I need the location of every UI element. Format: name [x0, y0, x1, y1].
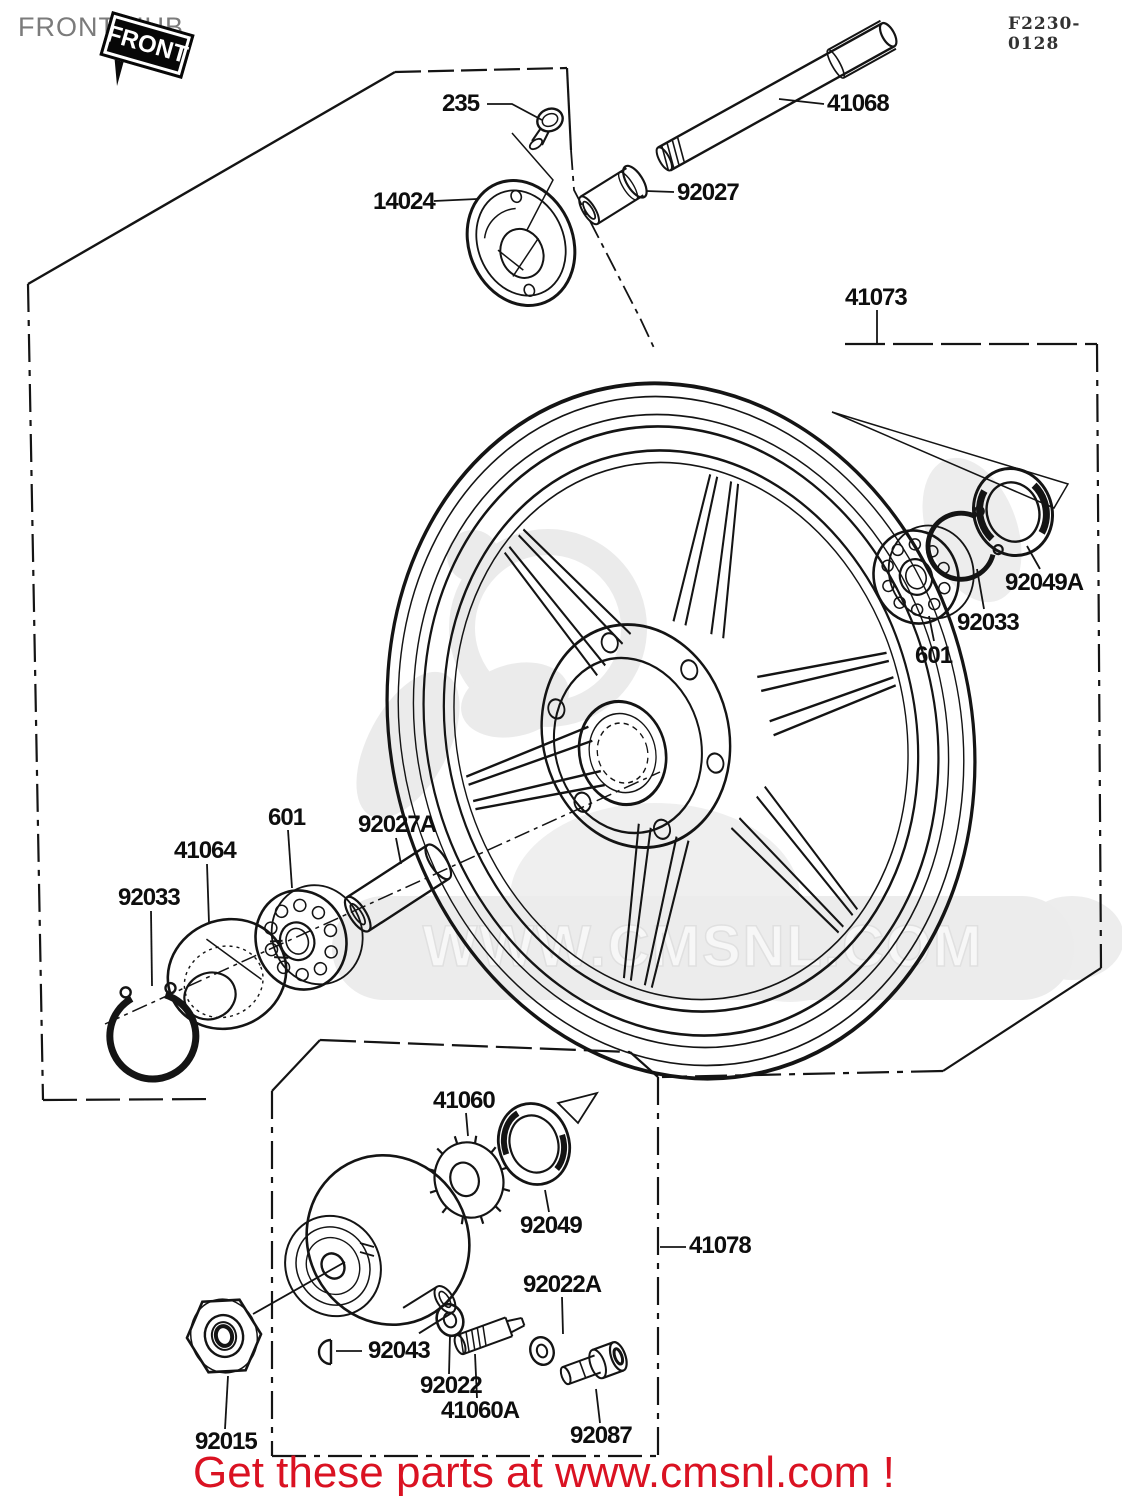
wheel-spokes — [465, 473, 897, 989]
part-label-92022[interactable]: 92022 — [420, 1372, 483, 1399]
part-label-92022a[interactable]: 92022A — [523, 1271, 602, 1298]
part-label-92027a[interactable]: 92027A — [358, 811, 437, 838]
part-label-41078[interactable]: 41078 — [689, 1232, 752, 1259]
housing-cover-14024 — [465, 179, 577, 307]
part-label-92087[interactable]: 92087 — [570, 1422, 633, 1449]
part-label-41068[interactable]: 41068 — [827, 90, 890, 117]
part-label-92015[interactable]: 92015 — [195, 1428, 258, 1455]
part-label-92033-left[interactable]: 92033 — [118, 884, 181, 911]
flange-nut-92015 — [185, 1298, 263, 1374]
pin-92043 — [317, 1338, 333, 1366]
label-leader-lines — [150, 98, 1041, 1430]
part-label-41060a[interactable]: 41060A — [441, 1397, 520, 1424]
part-label-92043[interactable]: 92043 — [368, 1337, 431, 1364]
assembly-boundary-lines — [26, 66, 1103, 1458]
direction-arrow-marker — [556, 1091, 599, 1125]
bushing-92027 — [578, 164, 648, 226]
watermark-bar — [332, 896, 1074, 1000]
footer-promo-text: Get these parts at www.cmsnl.com ! — [193, 1448, 895, 1497]
part-label-92033-right[interactable]: 92033 — [957, 609, 1020, 636]
collar-92027a — [343, 843, 453, 933]
part-label-41064[interactable]: 41064 — [174, 837, 237, 864]
part-label-92049[interactable]: 92049 — [520, 1212, 583, 1239]
front-wheel-41073 — [385, 381, 977, 1081]
part-label-41073[interactable]: 41073 — [845, 284, 908, 311]
fiche-code: F2230-0128 — [1008, 14, 1081, 54]
part-label-41060[interactable]: 41060 — [433, 1087, 496, 1114]
axle-41068 — [655, 19, 898, 172]
part-label-14024[interactable]: 14024 — [373, 188, 436, 215]
part-label-92049a[interactable]: 92049A — [1005, 569, 1084, 596]
seal-92049a — [971, 466, 1055, 558]
gear-shaft-41060a — [453, 1316, 526, 1356]
part-label-601-right[interactable]: 601 — [915, 642, 953, 669]
exploded-parts — [106, 19, 1055, 1386]
part-label-601-left[interactable]: 601 — [268, 804, 306, 831]
washer-92022a — [529, 1336, 555, 1366]
seal-92049 — [496, 1102, 572, 1186]
bolt-92087 — [559, 1341, 628, 1386]
screw-235 — [528, 107, 564, 151]
part-label-235[interactable]: 235 — [442, 90, 480, 117]
wheel-hub-center — [540, 623, 732, 849]
watermark-text: WWW.CMSNL.COM — [423, 914, 984, 979]
circlip-92033-left — [106, 981, 200, 1083]
part-label-92027[interactable]: 92027 — [677, 179, 740, 206]
